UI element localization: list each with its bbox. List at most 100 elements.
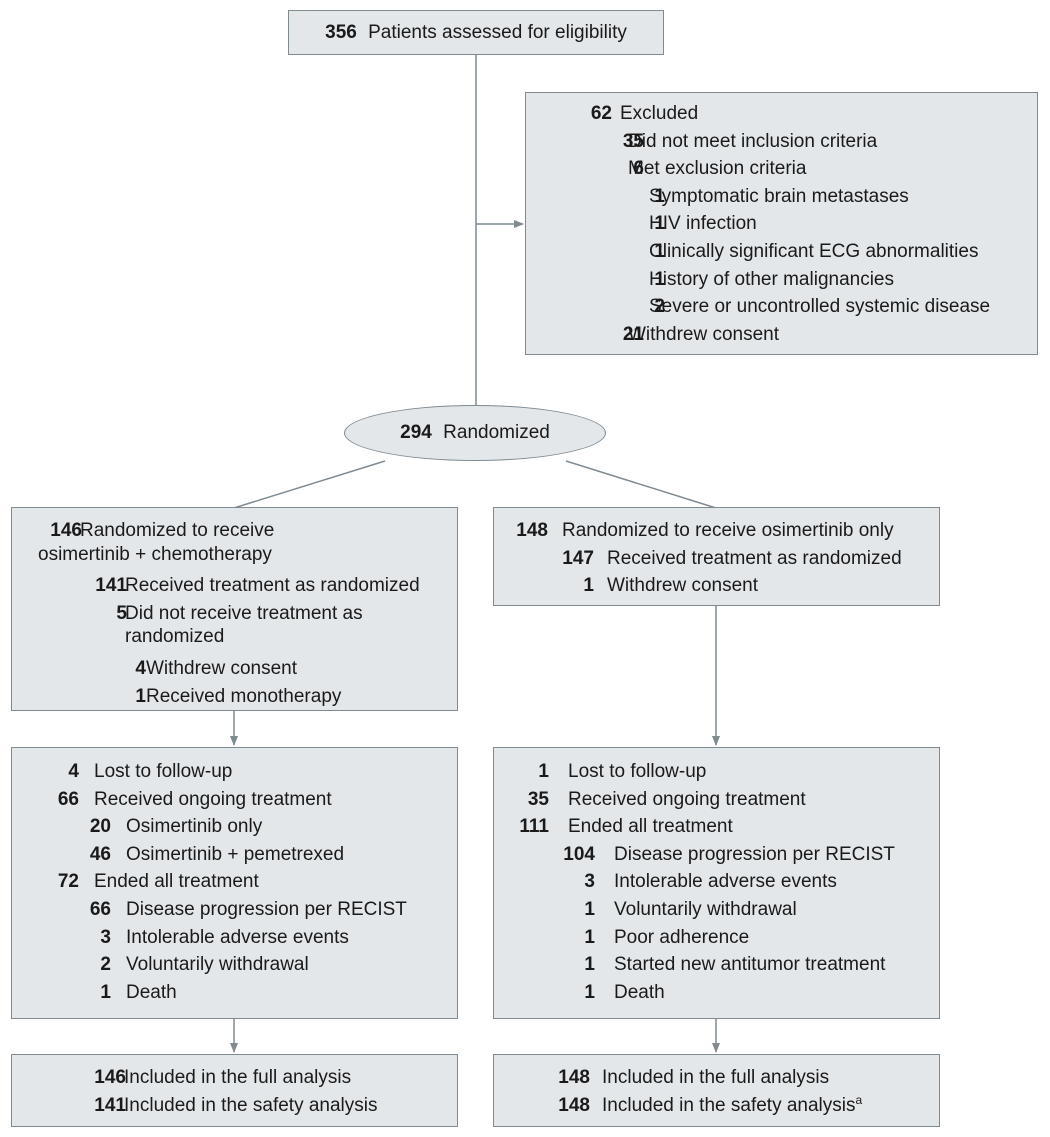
assessed-label: Patients assessed for eligibility	[368, 22, 627, 43]
randomized-label: Randomized	[443, 422, 550, 443]
left-followup-count: 72	[57, 871, 79, 893]
left-followup-label: Death	[126, 981, 177, 1003]
left-arm-label: Received monotherapy	[146, 685, 342, 707]
left-followup-count: 4	[68, 761, 79, 782]
excluded-label: Excluded	[620, 103, 699, 124]
left-arm-count: 1	[135, 685, 146, 707]
assessed-box: 356 Patients assessed for eligibility	[288, 10, 664, 55]
excluded-count: 35	[622, 130, 644, 152]
left-analysis-count: 141	[94, 1094, 126, 1116]
left-arm-label: Received treatment as randomized	[125, 575, 420, 597]
left-arm-label: Randomized to receive	[80, 520, 275, 541]
left-arm-count: 141	[95, 575, 127, 597]
right-followup-count: 1	[584, 954, 595, 976]
left-arm-count: 5	[116, 602, 127, 624]
right-arm-label: Randomized to receive osimertinib only	[562, 520, 894, 541]
excluded-count: 1	[654, 240, 665, 262]
right-followup-label: Received ongoing treatment	[568, 788, 806, 810]
left-followup-count: 1	[100, 981, 111, 1003]
right-followup-label: Disease progression per RECIST	[614, 843, 895, 865]
right-followup-label: Lost to follow-up	[568, 761, 707, 782]
right-followup-label: Poor adherence	[614, 926, 750, 948]
right-followup-label: Ended all treatment	[568, 816, 733, 838]
connector-randomized-to-left-arm	[233, 460, 386, 509]
right-followup-label: Death	[614, 981, 665, 1003]
right-arm-count: 1	[583, 575, 594, 597]
left-analysis-label: Included in the full analysis	[124, 1067, 352, 1088]
right-arm-line: 148 Randomized to receive osimertinib onl…	[494, 517, 939, 545]
right-followup-count: 104	[563, 843, 595, 865]
left-followup-count: 20	[89, 816, 111, 838]
right-followup-line: 1 Poor adherence	[494, 924, 939, 952]
right-analysis-label-text: Included in the safety analysis	[602, 1094, 856, 1116]
excluded-count: 1	[654, 185, 665, 207]
right-arm-count: 147	[562, 547, 594, 569]
right-followup-count: 3	[584, 871, 595, 893]
right-followup-line: 1 Lost to follow-up	[494, 758, 939, 786]
right-analysis-label: Included in the safety analysisa	[602, 1092, 862, 1120]
right-followup-label: Voluntarily withdrawal	[614, 898, 797, 920]
randomized-ellipse: 294 Randomized	[344, 405, 606, 461]
right-followup-line: 111 Ended all treatment	[494, 813, 939, 841]
left-arm-label: Withdrew consent	[146, 657, 298, 679]
excluded-count: 1	[654, 213, 665, 235]
right-analysis-label: Included in the full analysis	[602, 1067, 830, 1088]
excluded-label: Symptomatic brain metastases	[649, 185, 909, 207]
excluded-count: 2	[654, 296, 665, 318]
right-arm-line: 147 Received treatment as randomized	[494, 545, 939, 573]
right-analysis-line: 148 Included in the safety analysisa	[494, 1092, 939, 1120]
excluded-count: 1	[654, 268, 665, 290]
right-followup-count: 1	[538, 761, 549, 782]
left-followup-label: Ended all treatment	[94, 871, 259, 893]
excluded-label: History of other malignancies	[649, 268, 894, 290]
footnote-marker: a	[855, 1092, 863, 1107]
left-analysis-count: 146	[94, 1067, 126, 1088]
excluded-label: Severe or uncontrolled systemic disease	[649, 296, 991, 318]
right-arm-line: 1 Withdrew consent	[494, 572, 939, 600]
right-arm-label: Received treatment as randomized	[607, 547, 902, 569]
right-arm-count: 148	[516, 520, 548, 541]
left-followup-line: 1 Death	[12, 979, 457, 1007]
right-followup-count: 111	[519, 816, 549, 838]
right-arm-box: 148 Randomized to receive osimertinib onl…	[493, 507, 940, 606]
right-followup-count: 1	[584, 926, 595, 948]
right-analysis-count: 148	[558, 1067, 590, 1088]
excluded-count: 21	[622, 323, 644, 345]
right-analysis-count: 148	[558, 1094, 590, 1116]
left-followup-label: Intolerable adverse events	[126, 926, 349, 948]
left-followup-count: 46	[89, 843, 111, 865]
assessed-count: 356	[325, 22, 357, 43]
left-followup-label: Lost to follow-up	[94, 761, 233, 782]
left-arm-count: 4	[135, 657, 146, 679]
excluded-label: Did not meet inclusion criteria	[628, 130, 878, 152]
excluded-label: Met exclusion criteria	[628, 158, 807, 180]
left-arm-label: randomized	[125, 626, 225, 648]
connector-randomized-to-right-arm	[565, 460, 717, 509]
right-arm-label: Withdrew consent	[607, 575, 759, 597]
left-followup-count: 3	[100, 926, 111, 948]
left-followup-label: Voluntarily withdrawal	[126, 954, 309, 976]
